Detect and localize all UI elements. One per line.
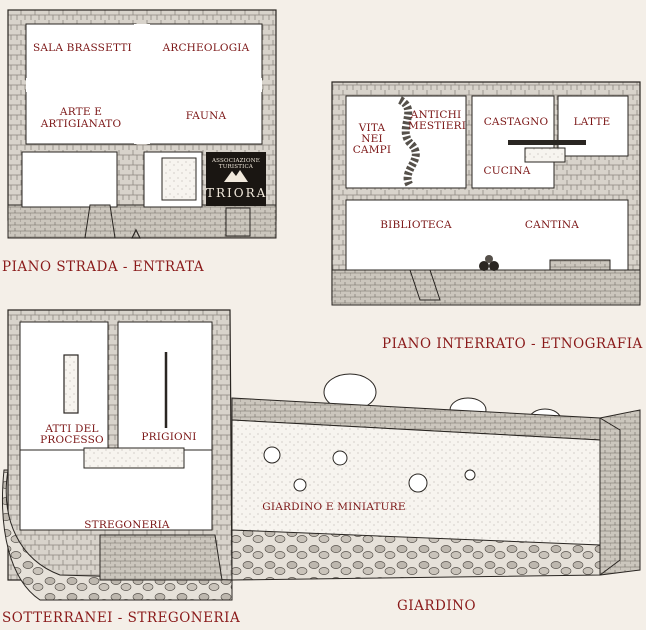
street-floor-plan xyxy=(7,9,277,239)
floor-title-garden: GIARDINO xyxy=(397,598,477,614)
room-stregoneria: STREGONERIA xyxy=(84,519,170,531)
room-atti-line1: ATTI DEL xyxy=(45,423,99,435)
room-cantina: CANTINA xyxy=(524,219,580,231)
logo-association-text: ASSOCIAZIONE TURISTICA xyxy=(211,158,260,170)
room-arte-line1: ARTE E xyxy=(59,106,103,118)
room-latte: LATTE xyxy=(573,116,611,128)
underground-floor-plan xyxy=(2,309,233,601)
room-cucina: CUCINA xyxy=(483,165,531,177)
basement-floor-plan xyxy=(331,81,641,306)
room-vita-line2: NEI xyxy=(361,133,383,145)
triora-logo: ASSOCIAZIONE TURISTICA TRIORA xyxy=(206,152,266,206)
room-biblioteca: BIBLIOTECA xyxy=(380,219,452,231)
room-vita-line3: CAMPI xyxy=(352,144,392,156)
room-sala-brassetti: SALA BRASSETTI xyxy=(33,42,132,54)
room-giardino-miniature: GIARDINO E MINIATURE xyxy=(262,501,406,513)
floor-title-basement: PIANO INTERRATO - ETNOGRAFIA xyxy=(382,336,643,352)
room-antichi-line2: MESTIERI xyxy=(408,120,467,132)
room-archeologia: ARCHEOLOGIA xyxy=(162,42,250,54)
logo-name: TRIORA xyxy=(206,186,268,200)
floor-title-underground: SOTTERRANEI - STREGONERIA xyxy=(2,610,241,626)
room-arte-line2: ARTIGIANATO xyxy=(40,118,122,130)
room-fauna: FAUNA xyxy=(185,110,227,122)
floor-title-street: PIANO STRADA - ENTRATA xyxy=(2,259,205,275)
room-atti-line2: PROCESSO xyxy=(40,434,104,446)
room-antichi-line1: ANTICHI xyxy=(410,109,462,121)
room-vita-line1: VITA xyxy=(358,122,386,134)
mountain-icon xyxy=(224,170,248,182)
garden-plan xyxy=(231,373,641,581)
room-castagno: CASTAGNO xyxy=(483,116,549,128)
room-prigioni: PRIGIONI xyxy=(141,431,197,443)
